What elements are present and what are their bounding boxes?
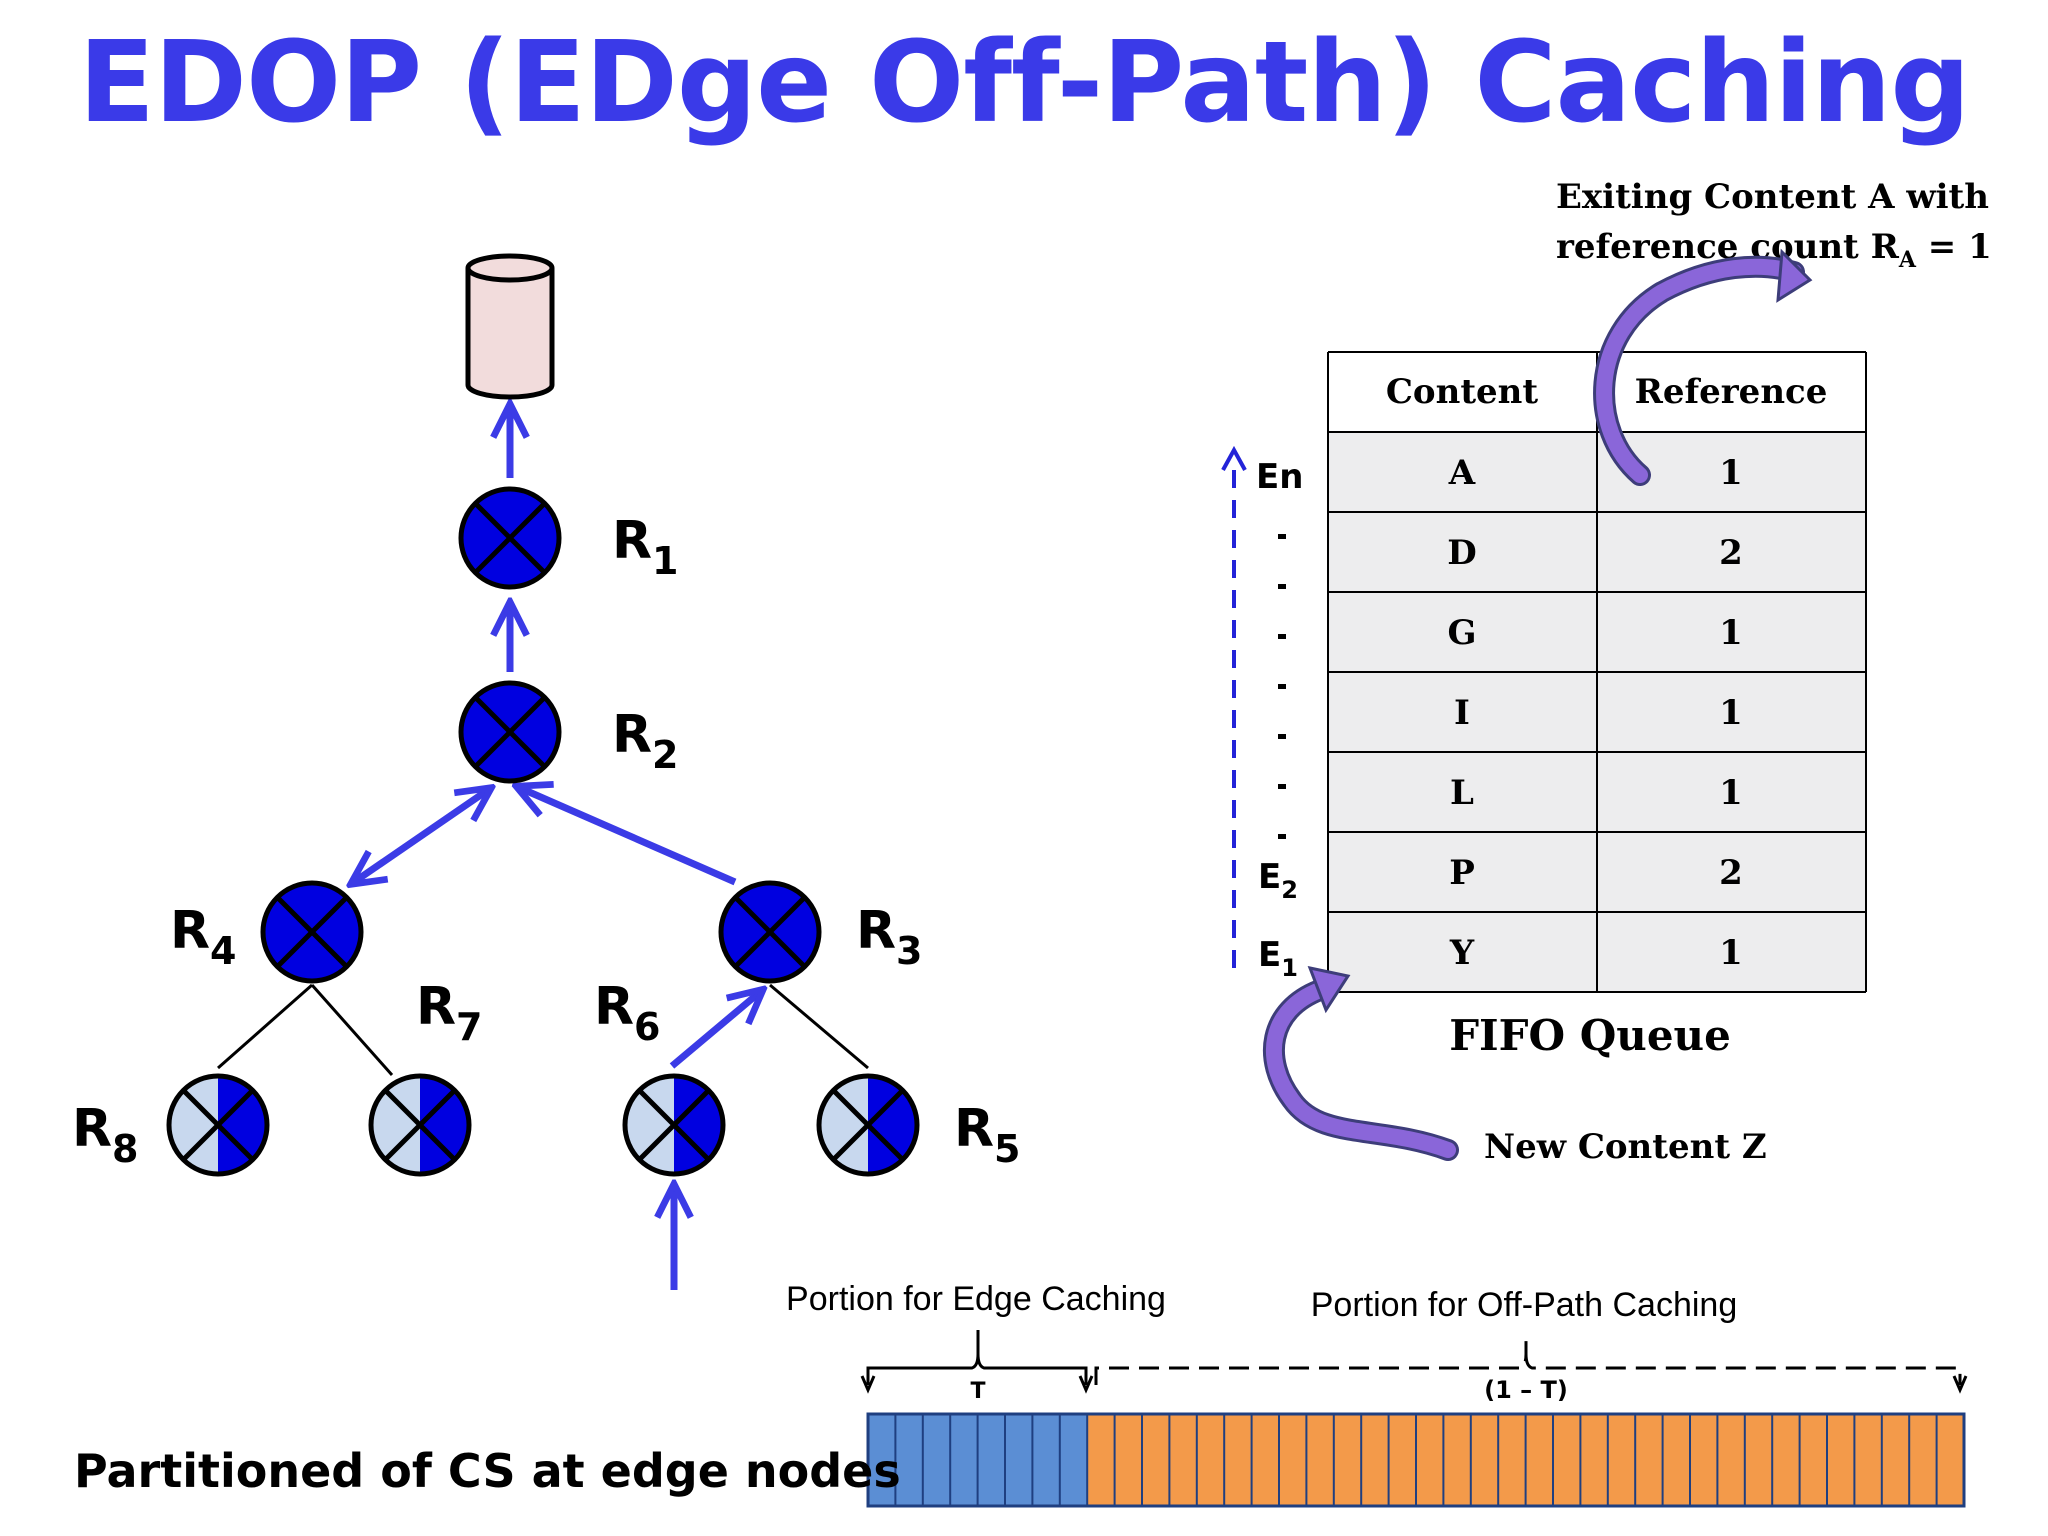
table-cell-content: P — [1449, 853, 1475, 893]
table-cell-content: I — [1454, 693, 1470, 733]
edge-fraction-label: T — [970, 1379, 985, 1404]
edge-bracket — [866, 1330, 1088, 1385]
queue-e2-label: E2 — [1258, 857, 1298, 904]
new-content-curved-arrow — [1262, 965, 1459, 1161]
edge-router-r6 — [622, 1073, 726, 1177]
table-cell-ref: 1 — [1719, 453, 1743, 493]
fifo-caption: FIFO Queue — [1449, 1011, 1731, 1060]
table-cell-content: L — [1450, 773, 1474, 813]
label-r6: R6 — [594, 977, 661, 1049]
table-cell-ref: 1 — [1719, 693, 1743, 733]
label-r8: R8 — [72, 1099, 139, 1171]
queue-ellipsis-dots — [1278, 534, 1286, 839]
label-r3: R3 — [856, 901, 923, 973]
bar-cell-dividers — [894, 1414, 1938, 1506]
new-content-label: New Content Z — [1484, 1127, 1767, 1167]
offpath-portion-label: Portion for Off-Path Caching — [1311, 1286, 1737, 1324]
table-cell-content: G — [1447, 613, 1476, 653]
edge-portion-label: Portion for Edge Caching — [786, 1280, 1166, 1318]
request-arrows — [354, 408, 760, 1290]
origin-server-icon — [465, 253, 555, 400]
partition-caption: Partitioned of CS at edge nodes — [74, 1444, 901, 1498]
router-r2 — [458, 680, 562, 784]
tree-links — [217, 983, 869, 1076]
edge-router-r5 — [816, 1073, 920, 1177]
queue-side-labels: En E2 E1 — [1256, 457, 1303, 982]
edge-router-r8 — [166, 1073, 270, 1177]
exiting-curved-arrow — [1593, 248, 1813, 486]
queue-e1-label: E1 — [1258, 935, 1298, 982]
label-r4: R4 — [170, 901, 237, 973]
label-r5: R5 — [954, 1099, 1021, 1171]
table-cell-content: D — [1447, 533, 1476, 573]
exiting-note-line1: Exiting Content A with — [1556, 177, 1989, 217]
router-r4 — [260, 880, 364, 984]
label-r7: R7 — [416, 977, 483, 1049]
router-r1 — [458, 486, 562, 590]
cs-partition: Portion for Edge Caching Portion for Off… — [786, 1280, 1968, 1508]
queue-top-label: En — [1256, 457, 1303, 497]
label-r1: R1 — [612, 511, 679, 583]
fifo-table: Content Reference A 1 D 2 G 1 I 1 L 1 P … — [1327, 351, 1867, 1060]
table-cell-ref: 2 — [1719, 853, 1743, 893]
table-cell-content: Y — [1449, 933, 1475, 973]
label-r2: R2 — [612, 705, 679, 777]
table-cell-ref: 1 — [1719, 773, 1743, 813]
table-header-reference: Reference — [1635, 372, 1828, 412]
page-title: EDOP (EDge Off-Path) Caching — [78, 18, 1970, 148]
offpath-fraction-label: (1 – T) — [1484, 1376, 1568, 1404]
queue-direction-arrow — [1221, 445, 1247, 968]
offpath-bracket — [1094, 1332, 1962, 1385]
router-r3 — [718, 880, 822, 984]
table-cell-ref: 1 — [1719, 613, 1743, 653]
table-cell-ref: 2 — [1719, 533, 1743, 573]
table-header-content: Content — [1386, 372, 1539, 412]
table-cell-content: A — [1448, 453, 1476, 493]
table-cell-ref: 1 — [1719, 933, 1743, 973]
edge-router-r7 — [368, 1073, 472, 1177]
